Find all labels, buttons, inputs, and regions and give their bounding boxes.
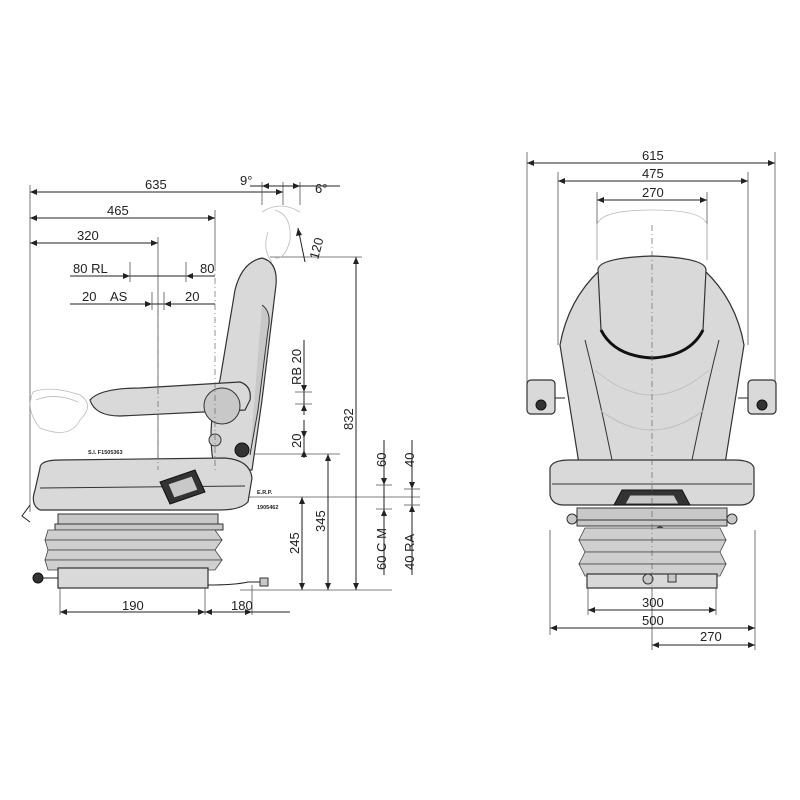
dimension-as-label: AS xyxy=(110,289,128,304)
headrest-travel-dimension: 120 xyxy=(296,227,327,263)
dimension-300-label: 300 xyxy=(642,595,664,610)
headrest-angle-back-label: 9° xyxy=(240,173,252,188)
dimension-rl: 80 RL 80 xyxy=(70,261,215,282)
dimension-270-top: 270 xyxy=(597,185,707,203)
dimension-as: 20 AS 20 xyxy=(70,289,215,310)
front-bellows xyxy=(578,527,727,577)
front-view: 615 475 270 300 500 xyxy=(526,148,777,650)
dimension-ra-upper-label: 40 xyxy=(402,453,417,467)
dimension-320-label: 320 xyxy=(77,228,99,243)
dimension-465: 465 xyxy=(30,203,215,221)
dimension-armrest-20: 20 xyxy=(289,420,307,458)
dimension-345: 345 xyxy=(313,454,331,590)
dimension-270-top-label: 270 xyxy=(642,185,664,200)
dimension-cm-upper-label: 60 xyxy=(374,453,389,467)
dimension-615: 615 xyxy=(527,148,775,166)
seat-side-drawing: S.I. F1505363 E.R.P. 1905462 xyxy=(21,209,291,589)
dimension-475-label: 475 xyxy=(642,166,664,181)
dimension-ra-lower-label: 40 RA xyxy=(402,534,417,570)
side-bellows xyxy=(44,529,223,571)
dimension-ra: 40 40 RA xyxy=(402,440,420,575)
dimension-465-label: 465 xyxy=(107,203,129,218)
dimension-armrest-20-label: 20 xyxy=(289,434,304,448)
dimension-as-right-label: 20 xyxy=(185,289,199,304)
dimension-635-label: 635 xyxy=(145,177,167,192)
dimension-rb: RB 20 xyxy=(289,340,312,415)
headrest-angle: 9° 6° xyxy=(240,173,340,263)
side-view: 635 465 320 80 RL 80 xyxy=(21,173,420,615)
headrest-travel-label: 120 xyxy=(306,236,326,261)
dimension-rl-right-label: 80 xyxy=(200,261,214,276)
dimension-cm-lower-label: 60 C M xyxy=(374,528,389,570)
dimension-180-label: 180 xyxy=(231,598,253,613)
headrest-angle-fwd-label: 6° xyxy=(315,181,327,196)
dimension-270-bottom: 270 xyxy=(652,629,755,648)
dimension-300: 300 xyxy=(588,595,716,613)
dimension-832-label: 832 xyxy=(341,408,356,430)
dimension-190-label: 190 xyxy=(122,598,144,613)
dimension-635: 635 xyxy=(30,177,283,195)
dimension-500-label: 500 xyxy=(642,613,664,628)
part-number-2-heading: E.R.P. xyxy=(257,490,273,496)
dimension-rb-label: RB 20 xyxy=(289,349,304,385)
dimension-190: 190 xyxy=(60,598,205,615)
dimension-345-label: 345 xyxy=(313,510,328,532)
front-extension-lines xyxy=(526,152,776,650)
part-number-2: 1905462 xyxy=(257,505,278,511)
dimension-615-label: 615 xyxy=(642,148,664,163)
dimension-245: 245 xyxy=(287,497,305,590)
dimension-320: 320 xyxy=(30,228,158,246)
dimension-245-label: 245 xyxy=(287,532,302,554)
dimension-500: 500 xyxy=(550,613,755,631)
dimension-270-bottom-label: 270 xyxy=(700,629,722,644)
dimension-rl-left-label: 80 RL xyxy=(73,261,108,276)
dimension-180: 180 xyxy=(205,598,290,615)
seat-front-drawing xyxy=(526,209,777,590)
dimension-475: 475 xyxy=(558,166,748,184)
dimension-as-left-label: 20 xyxy=(82,289,96,304)
dimension-832: 832 xyxy=(341,257,359,590)
part-number-1: S.I. F1505363 xyxy=(88,450,123,456)
dimension-cm: 60 60 C M xyxy=(374,440,392,575)
